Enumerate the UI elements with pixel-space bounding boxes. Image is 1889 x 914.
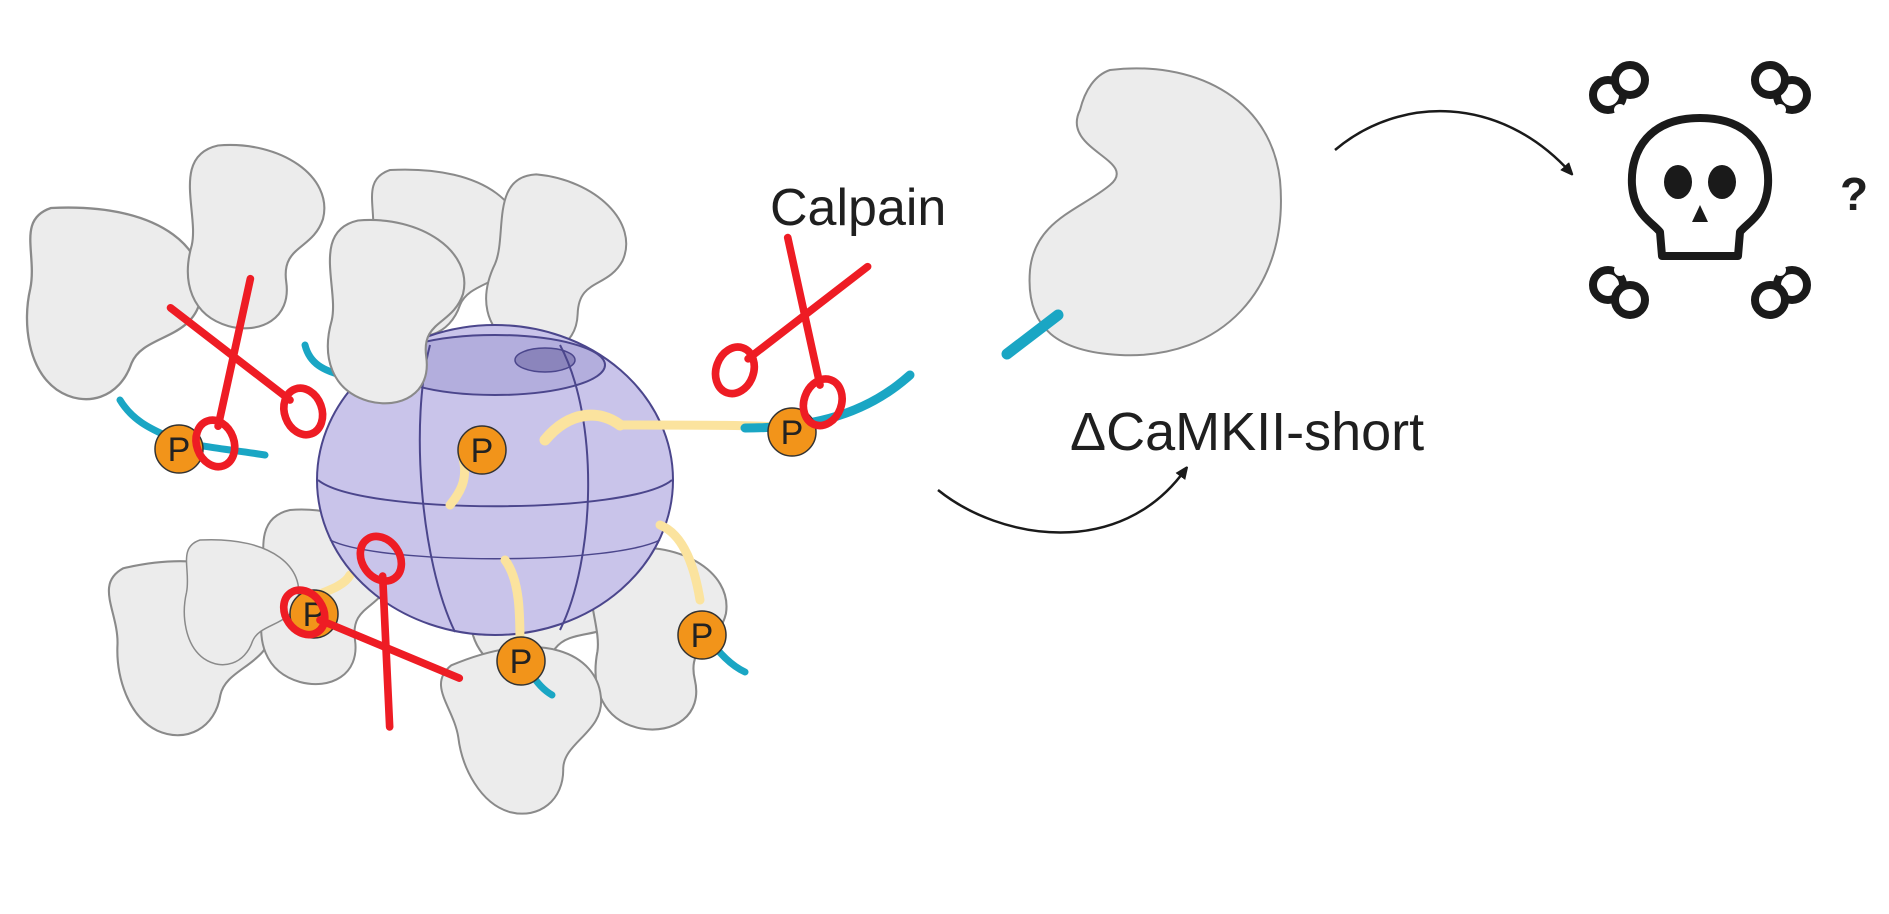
phosphate-icon (457, 425, 507, 475)
phosphate-group: P (677, 610, 727, 660)
kinase-subunit (186, 143, 326, 330)
phosphate-group: P (457, 425, 507, 475)
phosphate-group: P (496, 636, 546, 686)
phosphate-label: P (471, 432, 494, 470)
phosphate-label: P (168, 431, 191, 469)
phosphate-label: P (781, 414, 804, 452)
product-label: ΔCaMKII-short (1070, 402, 1424, 462)
phosphate-label: P (691, 617, 714, 655)
phosphate-icon (496, 636, 546, 686)
cleaved-kinase-fragment (1001, 67, 1282, 360)
phosphate-group: P (154, 424, 204, 474)
phosphate-icon (677, 610, 727, 660)
phosphate-label: P (510, 643, 533, 681)
kinase-subunit (25, 206, 204, 401)
linkers-front (445, 370, 915, 699)
association-hub (316, 324, 674, 636)
curved-arrow-icon (937, 470, 1185, 534)
kinase-subunit (1028, 67, 1282, 357)
enzyme-label: Calpain (770, 179, 946, 237)
scissors-icon (709, 230, 889, 431)
phosphate-icon (154, 424, 204, 474)
skull-crossbones-icon (1589, 61, 1811, 319)
curved-arrow-icon (1334, 109, 1570, 172)
outcome-question-mark: ? (1840, 168, 1868, 220)
